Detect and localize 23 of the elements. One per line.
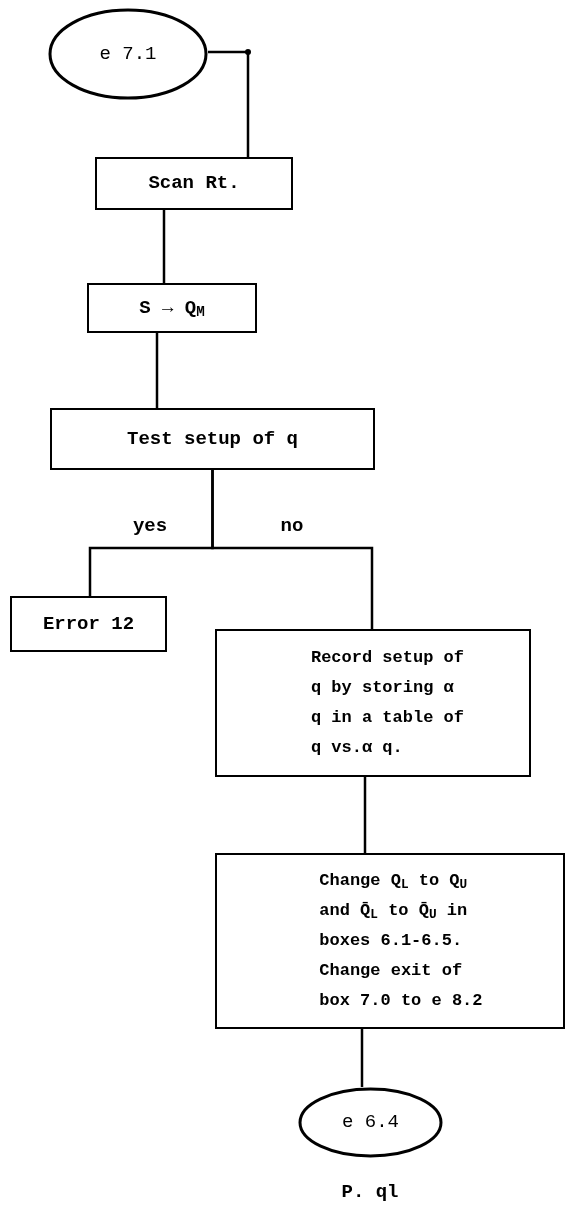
node-text: Error 12 (42, 611, 135, 637)
connector-line (363, 777, 367, 853)
node-text: e 6.4 (342, 1110, 399, 1136)
process-box (95, 157, 293, 210)
terminal-ellipse (298, 1087, 443, 1158)
node-text: Change Q$_{L}$ to Q$_{U}$ and Q̄$_{L}$ to Q̄$_{U}$ in boxes 6.1-6.5. Change exit of box 7.0 to e 8.2 (318, 870, 484, 1012)
connector-line (208, 50, 250, 157)
node-text: Record setup of q by storing α q in a table of q vs.α q. (309, 647, 465, 759)
process-box (215, 629, 531, 777)
node-text: e 7.1 (99, 41, 157, 67)
process-box (10, 596, 167, 652)
page-number: P. ql (341, 1180, 399, 1205)
process-box (215, 853, 565, 1029)
connector-line (211, 470, 374, 629)
process-box (50, 408, 375, 470)
connector-line (155, 333, 159, 408)
connector-line (360, 1029, 364, 1087)
node-text: S → Q$_{M}$ (139, 295, 205, 323)
process-box (87, 283, 257, 333)
node-text: Test setup of q (127, 426, 298, 452)
terminal-ellipse (48, 8, 208, 100)
connector-line (162, 210, 166, 283)
node-text: Scan Rt. (148, 171, 240, 197)
